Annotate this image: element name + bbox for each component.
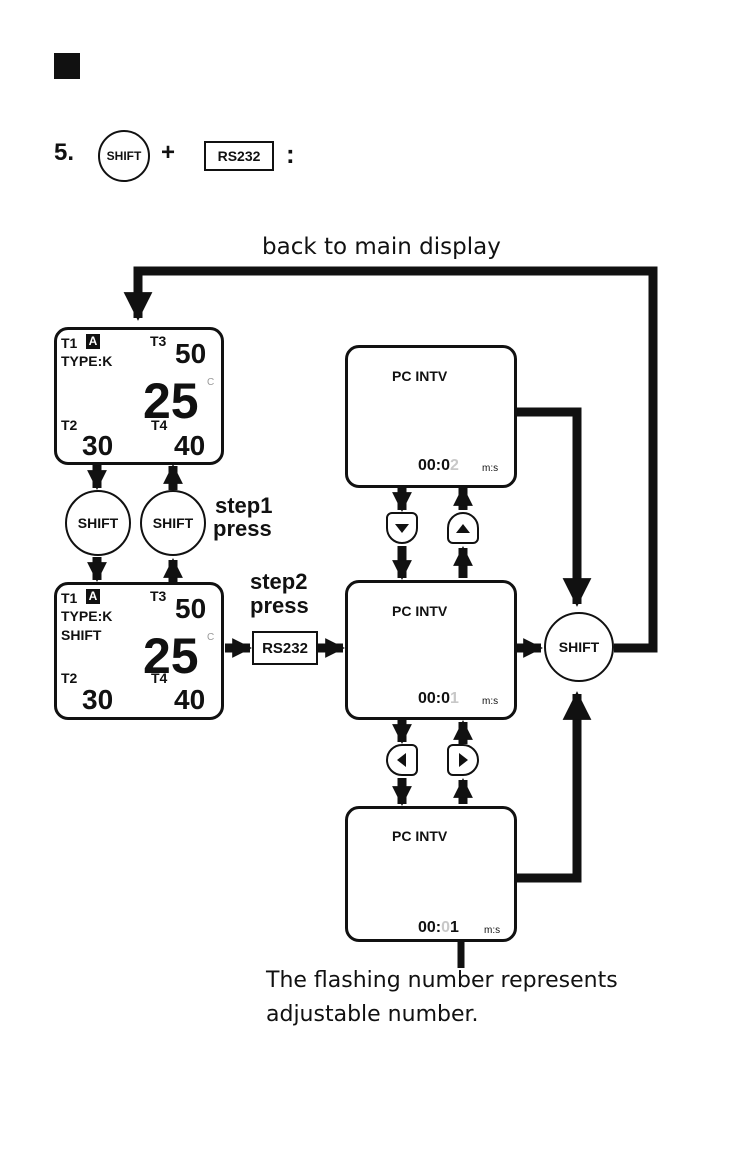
main-t2-label: T2 — [61, 418, 77, 432]
up-arrow-icon — [449, 514, 477, 542]
pc-intv-top-title: PC INTV — [392, 369, 447, 383]
main-display-lcd: T1 A T3 50 TYPE:K 25 C T2 30 T4 40 — [54, 327, 224, 465]
pc-intv-bottom-time-suffix: 1 — [450, 919, 459, 936]
shift-mode-label: SHIFT — [61, 628, 101, 642]
main-t3-label: T3 — [150, 334, 166, 348]
right-key[interactable] — [447, 744, 479, 776]
rs232-button[interactable]: RS232 — [252, 631, 318, 665]
main-t4-label: T4 — [151, 418, 167, 432]
pc-intv-top-unit: m:s — [482, 464, 498, 474]
back-to-main-label: back to main display — [262, 236, 501, 259]
shift-t1-label: T1 — [61, 591, 77, 605]
pc-intv-mid-time-prefix: 00:0 — [418, 690, 450, 707]
pc-intv-bottom-title: PC INTV — [392, 829, 447, 843]
right-arrow-icon — [449, 746, 477, 774]
shift-button-exit[interactable]: SHIFT — [544, 612, 614, 682]
shift-t2-label: T2 — [61, 671, 77, 685]
down-key[interactable] — [386, 512, 418, 544]
flashing-note-line1: The flashing number represents — [266, 970, 618, 992]
shift-t2-value: 30 — [82, 686, 113, 714]
rs232-button-label: RS232 — [262, 640, 308, 657]
arrow-bottom-to-shift — [517, 694, 577, 878]
pc-intv-bottom-time-prefix: 00: — [418, 919, 441, 936]
left-arrow-icon — [388, 746, 416, 774]
shift-button-up-label: SHIFT — [153, 515, 193, 531]
main-unit-label: C — [207, 378, 214, 388]
main-mode-icon: A — [86, 334, 100, 349]
pc-intv-top-time-prefix: 00:0 — [418, 457, 450, 474]
shift-button-exit-label: SHIFT — [559, 639, 599, 655]
main-t3-value: 50 — [175, 340, 206, 368]
left-key[interactable] — [386, 744, 418, 776]
shift-mode-icon: A — [86, 589, 100, 604]
pc-intv-bottom-time: 00:01 — [418, 920, 459, 936]
up-key[interactable] — [447, 512, 479, 544]
pc-intv-bottom-unit: m:s — [484, 926, 500, 936]
pc-intv-bottom-flashing-digit: 0 — [441, 919, 450, 936]
pc-intv-mid-lcd: PC INTV 00:01 m:s — [345, 580, 517, 720]
pc-intv-mid-unit: m:s — [482, 697, 498, 707]
pc-intv-mid-time: 00:01 — [418, 691, 459, 707]
shift-button-down[interactable]: SHIFT — [65, 490, 131, 556]
step1-label: step1 — [215, 495, 272, 517]
main-type-label: TYPE:K — [61, 354, 112, 368]
shift-button-up[interactable]: SHIFT — [140, 490, 206, 556]
main-t2-value: 30 — [82, 432, 113, 460]
shift-t3-value: 50 — [175, 595, 206, 623]
pc-intv-bottom-lcd: PC INTV 00:01 m:s — [345, 806, 517, 942]
pc-intv-mid-flashing-digit: 1 — [450, 690, 459, 707]
shift-display-lcd: T1 A T3 50 TYPE:K SHIFT 25 C T2 30 T4 40 — [54, 582, 224, 720]
pc-intv-top-lcd: PC INTV 00:02 m:s — [345, 345, 517, 488]
shift-type-label: TYPE:K — [61, 609, 112, 623]
shift-t3-label: T3 — [150, 589, 166, 603]
pc-intv-mid-title: PC INTV — [392, 604, 447, 618]
main-t1-label: T1 — [61, 336, 77, 350]
shift-t4-label: T4 — [151, 671, 167, 685]
step2-label: step2 — [250, 571, 307, 593]
step1-press-label: press — [213, 518, 272, 540]
shift-unit-label: C — [207, 633, 214, 643]
pc-intv-top-time: 00:02 — [418, 458, 459, 474]
arrow-top-to-shift — [517, 412, 577, 604]
down-arrow-icon — [388, 514, 416, 542]
step2-press-label: press — [250, 595, 309, 617]
flashing-note-line2: adjustable number. — [266, 1004, 479, 1026]
shift-t4-value: 40 — [174, 686, 205, 714]
main-t4-value: 40 — [174, 432, 205, 460]
shift-button-down-label: SHIFT — [78, 515, 118, 531]
pc-intv-top-flashing-digit: 2 — [450, 457, 459, 474]
